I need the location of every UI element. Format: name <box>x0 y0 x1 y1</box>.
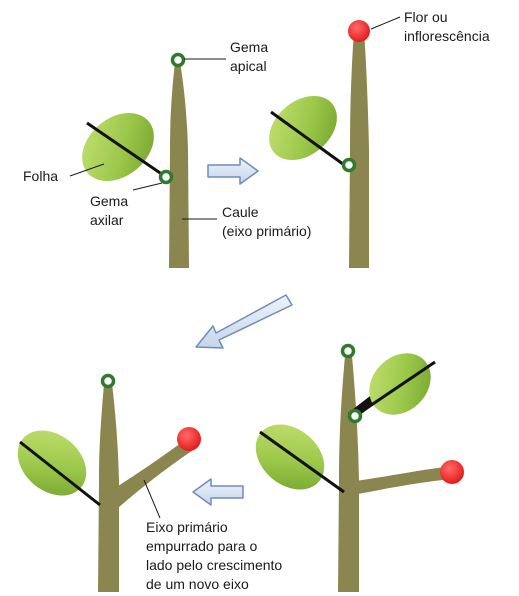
label-eixo-primario: Eixo primário empurrado para o lado pelo… <box>146 519 286 592</box>
leader-line <box>133 183 162 190</box>
label-caule: Caule (eixo primário) <box>222 204 311 239</box>
label-folha: Folha <box>23 168 58 184</box>
leaf <box>69 99 168 195</box>
leader-line <box>144 480 160 518</box>
arrow-right <box>208 158 258 184</box>
label-flor: Flor ou inflorescência <box>404 9 490 44</box>
flower-icon <box>177 427 201 451</box>
axillary-bud-icon <box>350 411 361 422</box>
primary-stem <box>98 383 119 592</box>
axillary-bud-icon <box>344 160 355 171</box>
apical-bud-icon <box>343 346 354 357</box>
arrow-left <box>193 479 243 505</box>
leader-line <box>371 17 400 29</box>
primary-stem <box>349 30 369 268</box>
apical-bud-icon <box>103 376 114 387</box>
panel-stage-3 <box>243 341 464 592</box>
primary-stem <box>338 356 359 592</box>
label-gema-axilar: Gema axilar <box>90 193 132 228</box>
flower-icon <box>440 460 464 484</box>
apical-bud-icon <box>173 55 184 66</box>
lateral-branch <box>350 466 453 495</box>
flower-icon <box>348 20 370 42</box>
panel-stage-1: Gema apical Folha Gema axilar Caule (eix… <box>23 39 311 268</box>
lateral-branch <box>112 440 193 508</box>
axillary-bud-icon <box>161 172 172 183</box>
leaf <box>243 411 337 503</box>
primary-stem <box>169 62 189 268</box>
arrow-diagonal <box>196 295 292 348</box>
panel-stage-4: Eixo primário empurrado para o lado pelo… <box>5 376 286 593</box>
label-gema-apical: Gema apical <box>230 39 272 74</box>
leaf <box>5 417 99 509</box>
